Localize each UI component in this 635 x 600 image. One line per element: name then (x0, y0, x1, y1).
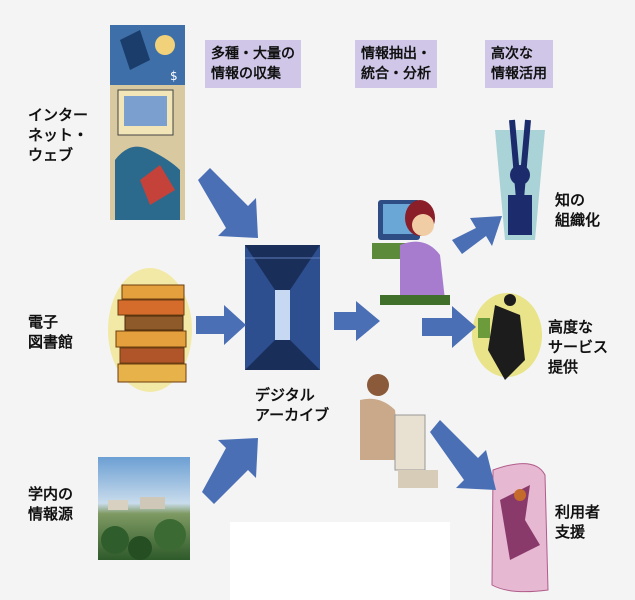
arrow-woman-to-service (422, 306, 476, 348)
electronic-library-image (108, 268, 192, 392)
header-extraction: 情報抽出・ 統合・分析 (355, 40, 437, 88)
label-campus: 学内の 情報源 (28, 485, 74, 523)
header-collection: 多種・大量の 情報の収集 (205, 40, 301, 88)
arrows (196, 168, 502, 504)
header-utilization: 高次な 情報活用 (485, 40, 553, 88)
label-knowledge: 知の 組織化 (555, 191, 601, 229)
label-service: 高度な サービス 提供 (548, 318, 609, 376)
service-figure-image (472, 293, 542, 380)
knowledge-figure-image (495, 119, 545, 240)
arrow-library-to-archive (196, 305, 246, 345)
woman-at-computer-image (372, 200, 450, 305)
campus-photo (98, 457, 190, 560)
blank-area (230, 522, 450, 600)
arrow-man-to-support (430, 420, 496, 490)
label-internet: インター ネット・ ウェブ (28, 106, 89, 164)
internet-web-image: $ (110, 25, 185, 220)
arrow-internet-to-archive (198, 168, 258, 238)
arrow-campus-to-archive (202, 438, 258, 504)
arrow-woman-to-knowledge (452, 216, 502, 254)
man-at-desk-image (360, 374, 438, 488)
server-room-image (245, 245, 320, 370)
svg-text:$: $ (170, 69, 178, 83)
arrow-archive-to-woman (334, 301, 380, 341)
label-library: 電子 図書館 (28, 313, 74, 351)
label-archive: デジタル アーカイブ (255, 386, 330, 424)
label-user-support: 利用者 支援 (555, 503, 601, 541)
user-support-image (491, 463, 549, 593)
